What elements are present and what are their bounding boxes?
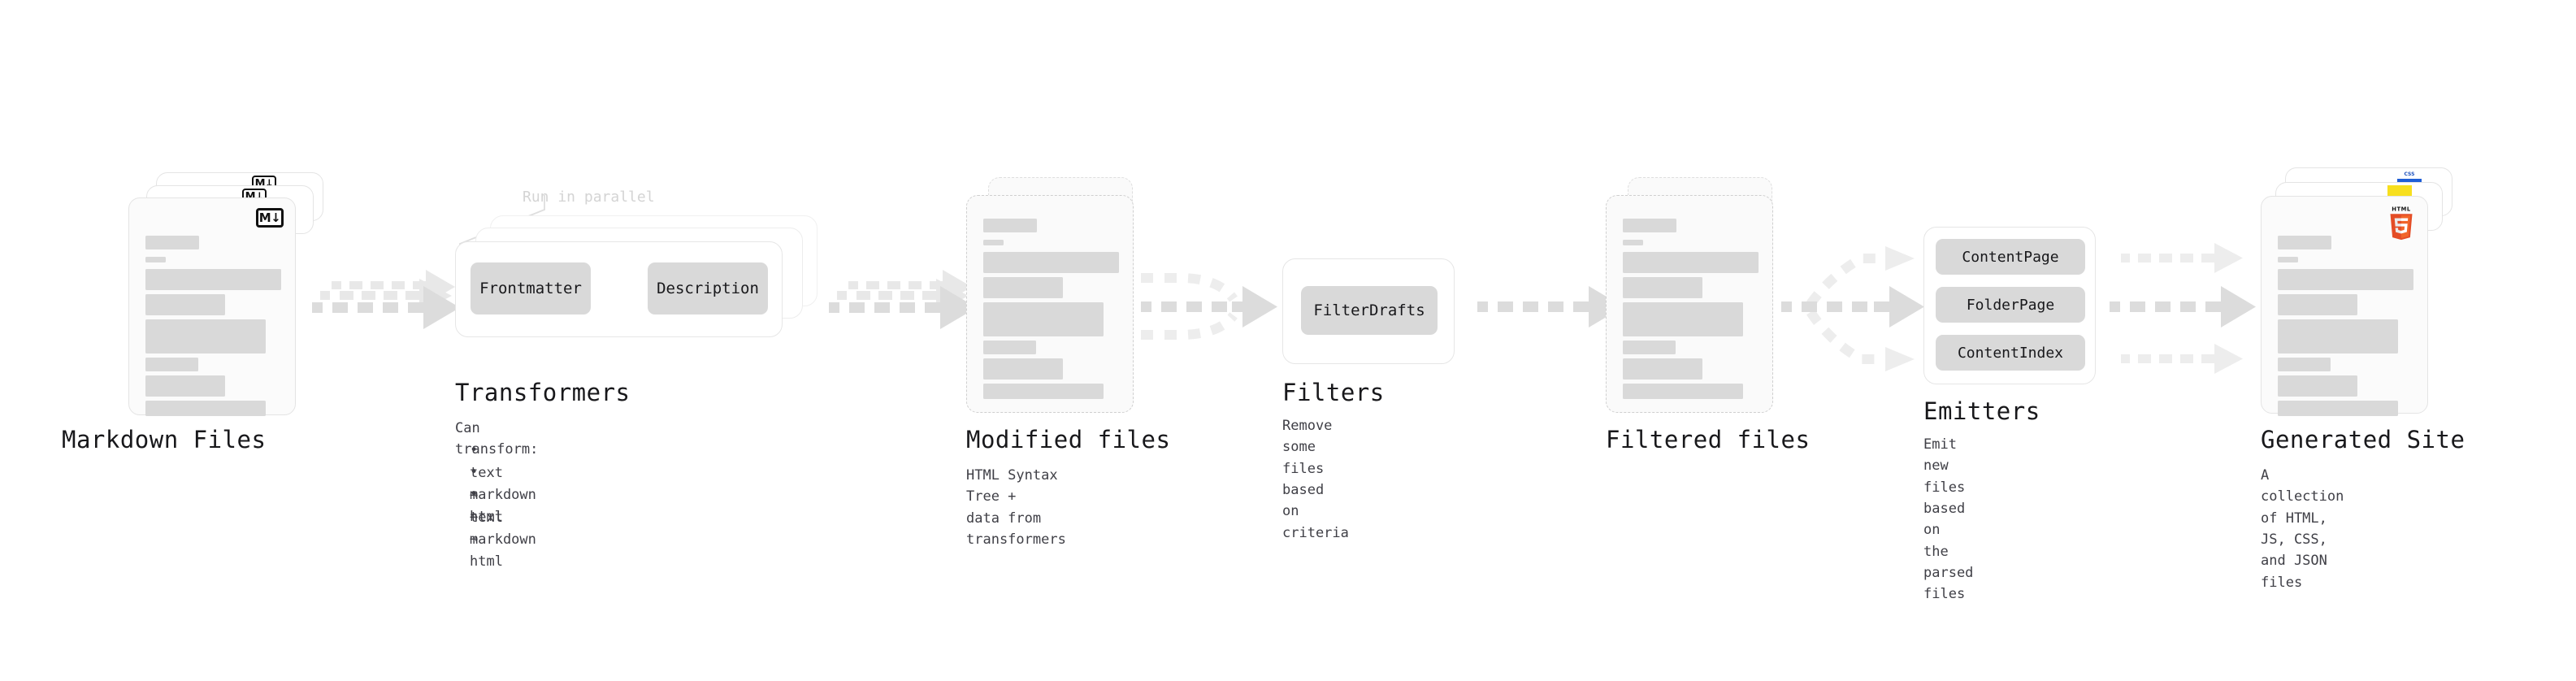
content-bar — [983, 340, 1036, 354]
content-bar — [145, 319, 266, 354]
html5-icon: HTML — [2390, 206, 2413, 241]
content-bar — [1623, 240, 1643, 245]
stage-title-generated-site: Generated Site — [2261, 426, 2465, 453]
emitter-pill-folderpage[interactable]: FolderPage — [1936, 287, 2085, 323]
content-bar — [1623, 252, 1759, 273]
content-bar — [2278, 375, 2357, 397]
stage-title-transformers: Transformers — [455, 379, 631, 406]
emitters-subtitle: Emit new files based on the parsed files — [1923, 436, 1974, 603]
content-bar — [1623, 302, 1743, 336]
content-bar — [1623, 340, 1676, 354]
transformers-bullet-1: • markdown → markdown — [470, 464, 536, 548]
transformers-subtitle: Can transform: — [455, 420, 539, 458]
site-file-card-html: HTML — [2261, 196, 2428, 416]
content-bar — [983, 302, 1104, 336]
content-bar — [2278, 358, 2331, 371]
content-bar — [983, 277, 1063, 298]
content-bar — [2278, 401, 2398, 416]
content-bar — [145, 269, 281, 290]
content-bar — [145, 236, 199, 249]
emitter-pill-contentindex[interactable]: ContentIndex — [1936, 335, 2085, 371]
content-bar — [145, 401, 266, 416]
stage-title-markdown-files: Markdown Files — [62, 426, 267, 453]
stage-title-filters: Filters — [1282, 379, 1385, 406]
content-bar — [2278, 319, 2398, 354]
content-bar — [1623, 358, 1702, 380]
content-bar — [145, 257, 166, 262]
run-in-parallel-label: Run in parallel — [523, 189, 655, 206]
filters-subtitle: Remove some files based on criteria — [1282, 418, 1349, 541]
content-bar — [983, 252, 1119, 273]
markdown-file-card-front: M↓ — [128, 197, 296, 416]
content-bar — [2278, 236, 2331, 249]
stage-title-filtered-files: Filtered files — [1606, 426, 1811, 453]
content-bar — [145, 375, 225, 397]
transformer-pill-description[interactable]: Description — [648, 262, 768, 314]
css-badge: CSS — [2397, 172, 2422, 183]
content-bar — [983, 240, 1004, 245]
content-bar — [145, 358, 198, 371]
filters-panel: FilterDrafts — [1282, 258, 1455, 364]
content-bar — [1623, 277, 1702, 298]
content-bar — [1623, 384, 1743, 399]
content-bar — [983, 384, 1104, 399]
transformers-bullet-2: • html → html — [470, 486, 503, 570]
generated-site-subtitle: A collection of HTML, JS, CSS, and JSON … — [2261, 467, 2344, 591]
transformer-panel-front: Frontmatter Description — [455, 241, 783, 337]
content-bar — [2278, 294, 2357, 315]
content-bar — [145, 294, 225, 315]
markdown-badge-front: M↓ — [256, 208, 284, 228]
content-bar — [2278, 269, 2413, 290]
content-bar — [983, 358, 1063, 380]
content-bar — [983, 219, 1037, 232]
modified-files-subtitle: HTML Syntax Tree + data from transformer… — [966, 467, 1066, 549]
emitter-pill-contentpage[interactable]: ContentPage — [1936, 239, 2085, 275]
stage-title-emitters: Emitters — [1923, 397, 2040, 425]
transformers-bullet-0: • text → text — [470, 442, 503, 526]
filtered-file-card-front — [1606, 195, 1773, 413]
svg-text:HTML: HTML — [2392, 206, 2411, 213]
css-badge-bar — [2397, 179, 2422, 183]
modified-file-card-front — [966, 195, 1134, 413]
filter-pill-filterdrafts[interactable]: FilterDrafts — [1301, 286, 1438, 335]
content-bar — [1623, 219, 1676, 232]
emitters-panel: ContentPage FolderPage ContentIndex — [1923, 227, 2096, 384]
content-bar — [2278, 257, 2298, 262]
transformer-pill-frontmatter[interactable]: Frontmatter — [471, 262, 591, 314]
css-badge-label: CSS — [2404, 171, 2415, 177]
stage-title-modified-files: Modified files — [966, 426, 1171, 453]
